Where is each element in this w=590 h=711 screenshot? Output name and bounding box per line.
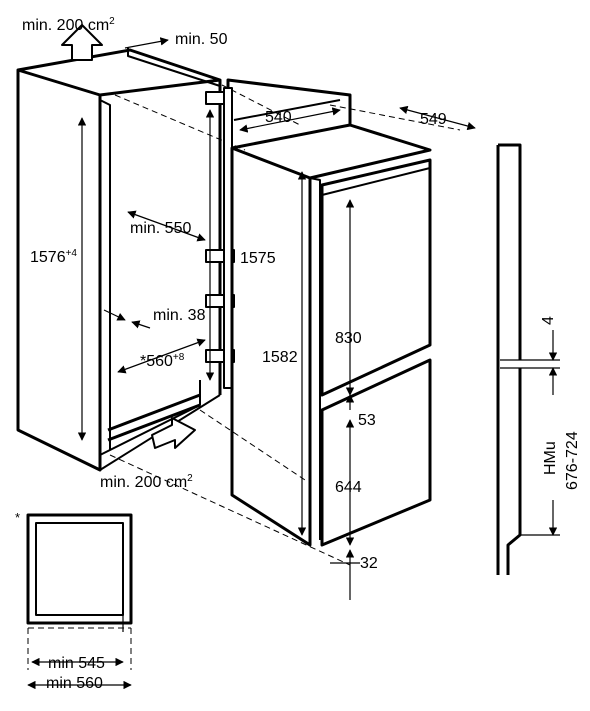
appliance-body xyxy=(230,123,432,547)
vent-bottom-label: min. 200 cm2 xyxy=(100,473,193,491)
vent-arrow-in-icon xyxy=(151,417,196,449)
door-gap-label: 53 xyxy=(358,412,376,429)
side-gap-label: 4 xyxy=(540,316,557,325)
top-view-detail xyxy=(26,513,133,690)
appliance-height-label: 1582 xyxy=(262,349,298,366)
gap-top-label: min. 50 xyxy=(175,31,228,48)
niche-width-label: *560+8 xyxy=(140,352,185,370)
hmu-label: HMu xyxy=(542,441,559,475)
min-38-label: min. 38 xyxy=(153,307,206,324)
dimension-lines xyxy=(77,37,476,600)
niche-height-label: 1576+4 xyxy=(30,248,77,266)
appliance-depth-label: 540 xyxy=(265,109,292,126)
hmu-range-label: 676-724 xyxy=(564,431,581,490)
hinge-height-label: 1575 xyxy=(240,250,276,267)
vent-top-label: min. 200 cm2 xyxy=(22,16,115,34)
upper-door-label: 830 xyxy=(335,330,362,347)
lower-door xyxy=(320,358,432,547)
asterisk-label: * xyxy=(15,510,20,525)
side-profile xyxy=(496,143,560,575)
min-depth-label: min. 550 xyxy=(130,220,191,237)
upper-door xyxy=(320,158,432,397)
lower-door-label: 644 xyxy=(335,479,362,496)
vent-arrow-up-icon xyxy=(61,24,103,61)
min-545-label: min 545 xyxy=(48,655,105,672)
projection-lines xyxy=(109,84,461,566)
bottom-gap-label: 32 xyxy=(360,555,378,572)
min-560-label: min 560 xyxy=(46,675,103,692)
appliance-width-label: 549 xyxy=(420,111,447,128)
